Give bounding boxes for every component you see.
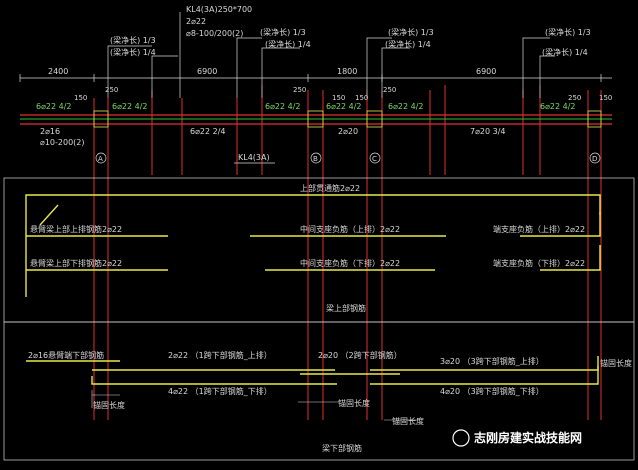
bottom-rebars <box>26 356 599 385</box>
dim-150-b: 150 <box>332 94 345 102</box>
anchor-leaders <box>91 390 420 421</box>
dim-250-b: 250 <box>293 86 306 94</box>
clear-span-1-3-b: (梁净长) 1/3 <box>260 27 306 37</box>
dim-6900-b: 6900 <box>476 67 496 76</box>
anchor-length-3: 锚固长度 <box>392 416 424 426</box>
beam-stirrup: ⌀8-100/200(2) <box>186 29 243 38</box>
span2-bottom-bars: 2⌀20 <box>338 127 358 136</box>
mid-support-lower-label: 中间支座负筋（下排）2⌀22 <box>300 258 400 268</box>
clear-span-1-4-d: (梁净长) 1/4 <box>542 47 588 57</box>
bar-label-d1: 6⌀22 4/2 <box>540 102 576 111</box>
clear-span-1-3-d: (梁净长) 1/3 <box>545 27 591 37</box>
dim-150-a: 150 <box>74 94 87 102</box>
bar-label-b1: 6⌀22 4/2 <box>265 102 301 111</box>
bottom-section-title: 梁下部钢筋 <box>322 443 362 453</box>
dim-150-c: 150 <box>355 94 368 102</box>
axis-c-label: C <box>372 155 377 163</box>
span1-upper-label: 2⌀22 （1跨下部钢筋_上排） <box>168 350 272 360</box>
dim-250-c: 250 <box>383 86 396 94</box>
wechat-icon <box>452 429 470 447</box>
cantilever-bottom-label: 2⌀16悬臂端下部钢筋 <box>28 350 104 360</box>
clear-span-leaders <box>107 12 555 98</box>
top-rebars <box>25 194 601 297</box>
cantilever-lower-label: 悬臂梁上部下排钢筋2⌀22 <box>30 258 122 268</box>
axis-a-label: A <box>98 155 103 163</box>
watermark-text: 志刚房建实战技能网 <box>474 430 582 445</box>
span3-upper-label: 3⌀20 （3跨下部钢筋_上排） <box>440 356 544 366</box>
dim-6900-a: 6900 <box>197 67 217 76</box>
watermark: 志刚房建实战技能网 <box>452 429 582 447</box>
bar-label-a2: 6⌀22 4/2 <box>112 102 148 111</box>
bar-label-a1: 6⌀22 4/2 <box>36 102 72 111</box>
axis-bubbles <box>95 152 601 164</box>
clear-span-1-4-a: (梁净长) 1/4 <box>110 47 156 57</box>
column-lines <box>93 85 602 420</box>
bar-label-b2: 6⌀22 4/2 <box>326 102 362 111</box>
cantilever-stirrup: ⌀10-200(2) <box>40 138 84 147</box>
end-support-lower-label: 端支座负筋（下排）2⌀22 <box>493 258 585 268</box>
beam-title: KL4(3A)250*700 <box>186 5 252 14</box>
beam-center-label: KL4(3A) <box>238 153 270 162</box>
axis-b-label: B <box>313 155 318 163</box>
span2-label: 2⌀20 （2跨下部钢筋） <box>318 350 402 360</box>
clear-span-1-4-b: (梁净长) 1/4 <box>265 39 311 49</box>
dim-250-a: 250 <box>105 86 118 94</box>
dimension-line <box>19 74 612 82</box>
span1-bottom-bars: 6⌀22 2/4 <box>190 127 226 136</box>
top-section-title: 梁上部钢筋 <box>326 303 366 313</box>
section-frames <box>3 177 635 461</box>
end-support-upper-label: 端支座负筋（上排）2⌀22 <box>493 224 585 234</box>
span3-lower-label: 4⌀20 （3跨下部钢筋_下排） <box>440 386 544 396</box>
axis-d-label: D <box>592 155 597 163</box>
cantilever-upper-label: 悬臂梁上部上排钢筋2⌀22 <box>30 224 122 234</box>
bar-label-c1: 6⌀22 4/2 <box>388 102 424 111</box>
dim-2400: 2400 <box>48 67 68 76</box>
beam-top-rebar: 2⌀22 <box>186 17 206 26</box>
span3-bottom-bars: 7⌀20 3/4 <box>470 127 506 136</box>
clear-span-1-3-c: (梁净长) 1/3 <box>388 27 434 37</box>
dim-150-d: 150 <box>599 94 612 102</box>
mid-support-upper-label: 中间支座负筋（上排）2⌀22 <box>300 224 400 234</box>
span1-lower-label: 4⌀22 （1跨下部钢筋_下排） <box>168 386 272 396</box>
dim-1800: 1800 <box>337 67 357 76</box>
clear-span-1-3-a: (梁净长) 1/3 <box>110 35 156 45</box>
clear-span-1-4-c: (梁净长) 1/4 <box>385 39 431 49</box>
cantilever-bottom-bar: 2⌀16 <box>40 127 60 136</box>
beam-elevation <box>20 110 612 128</box>
through-bar-label: 上部贯通筋2⌀22 <box>300 183 360 193</box>
dim-250-d: 250 <box>568 94 581 102</box>
anchor-length-1: 锚固长度 <box>93 400 125 410</box>
anchor-length-2: 锚固长度 <box>338 398 370 408</box>
anchor-length-4: 锚固长度 <box>600 358 632 368</box>
